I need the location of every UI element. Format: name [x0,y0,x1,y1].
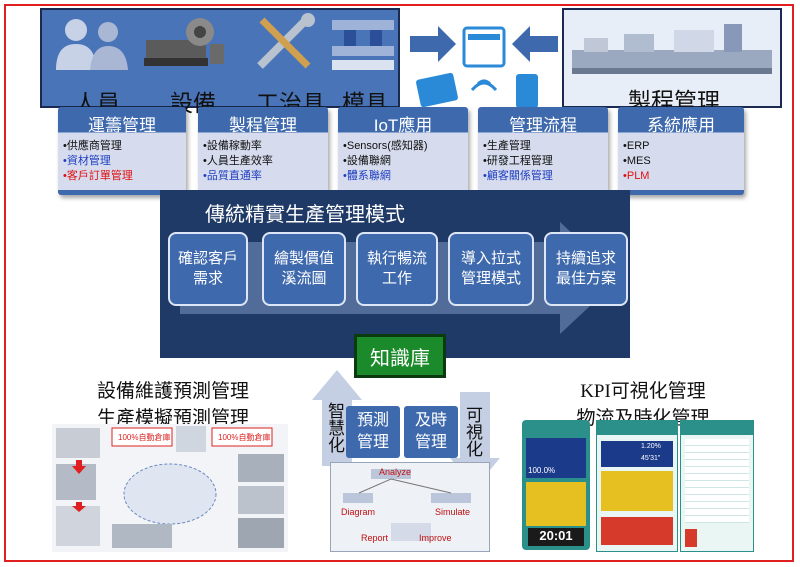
category-item: •設備聯網 [343,155,391,167]
knowledge-base: 知識庫 [354,334,446,378]
category-item: •體系聯網 [343,170,391,182]
category-item: •品質直通率 [203,170,262,182]
category-iot: IoT應用 •Sensors(感知器) •設備聯網 •體系聯網 [338,107,468,195]
software-label: Diagram [341,507,376,517]
step-confirm-needs: 確認客戶 需求 [168,232,248,306]
production-line-icon [572,24,772,74]
visual-label: 可視化 [463,406,482,457]
just-in-time-box: 及時 管理 [404,406,458,458]
step-continuous-improvement: 持續追求 最佳方案 [544,232,628,306]
step-flow: 執行暢流 工作 [356,232,438,306]
category-item: •Sensors(感知器) [343,140,428,152]
category-title: 運籌管理 [58,107,186,135]
kpi-screen-3 [680,420,754,552]
category-item: •顧客關係管理 [483,170,553,182]
category-title: 製程管理 [198,107,328,135]
collage-tag: 100%自動倉庫 [218,433,271,442]
category-list: •Sensors(感知器) •設備聯網 •體系聯網 [338,133,468,190]
collage-tag: 100%自動倉庫 [118,433,171,442]
people-icon [56,19,128,70]
kpi-screen-1: 100.0% 20:01 [522,420,590,550]
lean-title: 傳統精實生產管理模式 [205,204,405,226]
kpi-panel [526,482,586,526]
category-process: 製程管理 •設備稼動率 •人員生產效率 •品質直通率 [198,107,328,195]
step-value-stream-map: 繪製價值 溪流圖 [262,232,346,306]
kpi-panel [601,471,673,511]
kpi-header [681,421,753,435]
caption-line: 設備維護預測管理 [96,381,249,402]
machine-icon [144,18,224,66]
caption-line: 生產模擬預測管理 [96,408,249,429]
category-item: •ERP [623,140,650,152]
software-label: Analyze [379,467,412,477]
category-title: IoT應用 [338,107,468,135]
software-diagram-icon [343,469,471,541]
category-list: •供應商管理 •資材管理 •客戶訂單管理 [58,133,186,190]
category-item: •生產管理 [483,140,531,152]
software-label: Improve [419,533,452,543]
kpi-clock: 20:01 [528,528,584,546]
category-item: •MES [623,155,651,167]
factory-collage: 100%自動倉庫 100%自動倉庫 [52,424,288,552]
software-label: Report [361,533,389,543]
kpi-marker [685,529,697,547]
factory-machines-icon [56,426,284,548]
step-pull-system: 導入拉式 管理模式 [448,232,534,306]
category-list: •ERP •MES •PLM [618,133,744,190]
kpi-header [597,421,677,435]
category-title: 系統應用 [618,107,744,135]
software-collage: Analyze Diagram Simulate Report Improve [330,462,490,552]
category-logistics: 運籌管理 •供應商管理 •資材管理 •客戶訂單管理 [58,107,186,195]
kpi-panel [601,441,673,467]
category-management-flow: 管理流程 •生產管理 •研發工程管理 •顧客關係管理 [478,107,608,195]
category-systems: 系統應用 •ERP •MES •PLM [618,107,744,195]
category-item: •客戶訂單管理 [63,170,133,182]
production-line-image [562,8,782,108]
connected-devices-icon [410,26,558,108]
category-item: •資材管理 [63,155,111,167]
kpi-table [685,439,749,523]
kpi-value: 1.20% [641,443,661,450]
smart-label: 智慧化 [325,402,344,453]
category-item: •PLM [623,170,650,182]
kpi-value: 100.0% [528,466,556,475]
tools-icon [257,13,315,69]
category-item: •人員生產效率 [203,155,273,167]
category-title: 管理流程 [478,107,608,135]
kpi-screen-2: 1.20% 45'31" [596,420,678,552]
caption-line: KPI可視化管理 [580,381,706,402]
software-label: Simulate [435,507,471,517]
outer-frame [4,4,794,562]
kpi-panel [601,517,673,545]
category-item: •設備稼動率 [203,140,262,152]
predictive-management-box: 預測 管理 [346,406,400,458]
category-list: •生產管理 •研發工程管理 •顧客關係管理 [478,133,608,190]
kpi-value: 45'31" [641,455,661,462]
category-list: •設備稼動率 •人員生產效率 •品質直通率 [198,133,328,190]
left-caption: 設備維護預測管理 生產模擬預測管理 [78,376,268,430]
kpi-panel [526,438,586,478]
category-item: •供應商管理 [63,140,122,152]
mold-icon [332,20,394,70]
category-item: •研發工程管理 [483,155,553,167]
